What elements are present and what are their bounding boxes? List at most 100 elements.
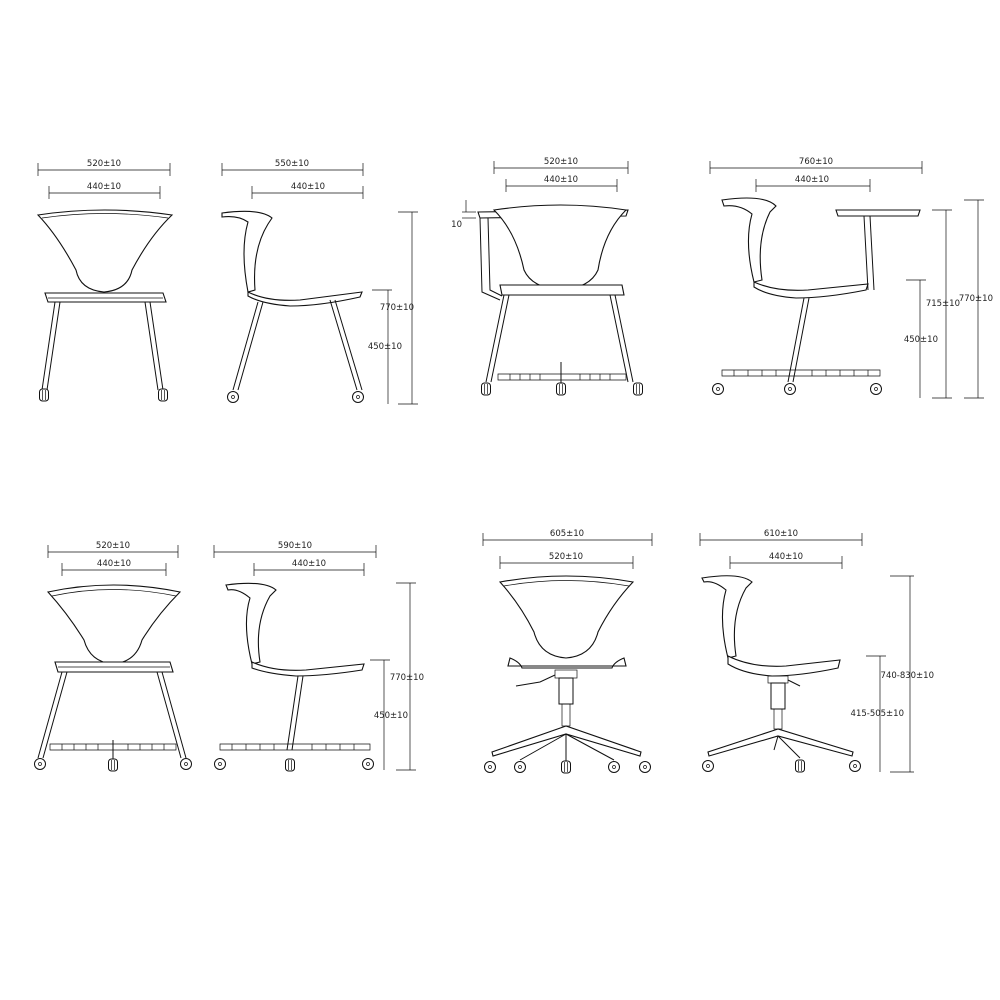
dim-width-inner: 440±10 [48,182,161,199]
chair-b-front-view: 520±10 440±10 10 [451,157,643,396]
leg [329,299,363,391]
tablet-arm [863,215,875,291]
caster [352,391,364,403]
dim-width-inner: 440±10 [61,559,167,576]
caster [849,760,861,772]
svg-text:10: 10 [451,220,462,230]
caster [639,761,651,773]
dim-height-seat: 450±10 [368,289,402,404]
caster [285,758,295,772]
svg-text:770±10: 770±10 [959,294,993,304]
dim-depth-outer: 550±10 [221,159,364,176]
footrest [219,743,371,751]
leg [37,671,68,759]
seat [753,281,869,299]
chair-c-side-view: 590±10 440±10 770±10 450±10 [213,541,424,772]
leg [232,301,264,391]
svg-text:440±10: 440±10 [292,559,326,569]
dim-width-outer: 520±10 [47,541,179,558]
caster [870,383,882,395]
dim-depth-outer: 590±10 [213,541,377,558]
backrest [36,209,174,293]
dim-width-outer: 520±10 [37,159,171,176]
dim-tablet-thickness: 10 [451,200,476,230]
backrest [701,575,753,659]
caster [784,383,796,395]
dim-width-inner: 520±10 [499,552,634,569]
seat-mechanism [767,675,789,684]
svg-text:760±10: 760±10 [799,157,833,167]
gas-lift [770,682,786,710]
caster [34,758,46,770]
svg-text:605±10: 605±10 [550,529,584,539]
caster [712,383,724,395]
svg-text:440±10: 440±10 [544,175,578,185]
dim-height-seat: 450±10 [370,659,408,770]
caster [561,760,571,774]
leg [144,301,164,391]
leg [609,294,634,383]
backrest [721,197,777,283]
svg-text:440±10: 440±10 [795,175,829,185]
dim-depth-outer: 760±10 [709,157,923,174]
svg-text:715±10: 715±10 [926,299,960,309]
writing-tablet [835,209,921,217]
chair-a-front-view: 520±10 440±10 [36,159,174,402]
svg-text:770±10: 770±10 [380,303,414,313]
footrest [721,369,881,377]
svg-text:450±10: 450±10 [374,711,408,721]
seat [499,284,625,296]
svg-text:520±10: 520±10 [96,541,130,551]
caster [214,758,226,770]
svg-text:520±10: 520±10 [544,157,578,167]
svg-text:610±10: 610±10 [764,529,798,539]
leg [41,301,61,391]
dim-height-overall-range: 740-830±10 [881,575,934,773]
dim-height-seat-range: 415-505±10 [851,655,904,772]
dim-depth-outer: 610±10 [699,529,863,546]
svg-text:440±10: 440±10 [97,559,131,569]
svg-text:590±10: 590±10 [278,541,312,551]
caster [227,391,239,403]
seat [727,655,841,677]
dim-width-outer: 520±10 [493,157,629,174]
star-base [707,728,854,757]
height-lever [515,674,556,687]
svg-text:440±10: 440±10 [291,182,325,192]
footrest [497,373,627,381]
caster [795,759,805,773]
chair-d-side-view: 610±10 440±10 740-830±10 415-505±10 [699,529,934,773]
dim-width-outer: 605±10 [482,529,653,546]
arm-support [479,217,503,301]
seat [251,661,365,677]
dim-depth-inner: 440±10 [251,182,364,199]
dim-depth-inner: 440±10 [729,552,843,569]
dim-depth-inner: 440±10 [755,175,871,192]
chair-b-side-view: 760±10 440±10 715±10 770±10 450±10 [709,157,993,399]
dim-depth-inner: 440±10 [253,559,365,576]
caster [362,758,374,770]
dim-height-seat: 450±10 [904,279,938,398]
dim-height-overall: 770±10 [380,211,418,405]
caster [108,758,118,772]
caster [39,388,49,402]
dim-height-overall: 770±10 [959,199,993,399]
chair-d-front-view: 605±10 520±10 [482,529,653,774]
chair-c-front-view: 520±10 440±10 [34,541,192,772]
svg-text:520±10: 520±10 [549,552,583,562]
caster [633,382,643,396]
backrest [492,204,628,291]
caster [484,761,496,773]
seat-mechanism [554,669,578,679]
svg-text:440±10: 440±10 [87,182,121,192]
height-lever [787,679,801,687]
leg [485,294,510,383]
seat [44,292,167,303]
caster [158,388,168,402]
svg-text:415-505±10: 415-505±10 [851,709,904,719]
leg [286,675,304,751]
svg-text:770±10: 770±10 [390,673,424,683]
svg-text:440±10: 440±10 [769,552,803,562]
caster [180,758,192,770]
